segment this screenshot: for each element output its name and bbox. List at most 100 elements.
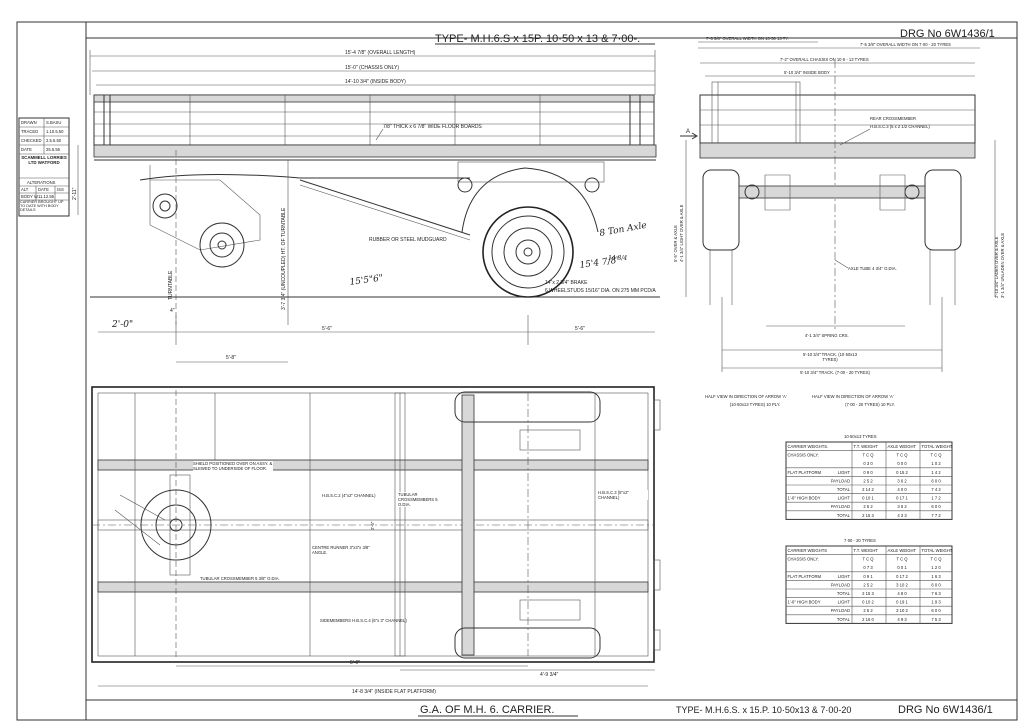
title-drawn-value: S.BASU — [46, 120, 61, 125]
weight-table-cell: 4 9 3 — [897, 617, 907, 622]
weight-table-row-sublabel: LIGHT — [838, 496, 851, 501]
end-track-7: 5'-10 3/4" TRACK. (7·00 - 20 TYRES) — [800, 370, 870, 375]
plan-sidemembers: SIDEMEMBERS H.B.S.C.4 (6"x 3" CHANNEL) — [320, 618, 407, 623]
title-block: DRAWN S.BASU TRACED 1.10.5.50 CHECKED 2.… — [18, 117, 70, 217]
weight-table-cell: 6 0 0 — [931, 582, 941, 587]
end-left-vert-1: 5'-5" OVER & AXLE — [673, 225, 678, 262]
label-floor-boards: 7/8" THICK x 6 7/8" WIDE FLOOR BOARDS — [383, 124, 482, 130]
title-checked-value: 2.5.5.50 — [46, 138, 62, 143]
weight-table-row-sublabel: PAYLOAD — [831, 504, 850, 509]
label-mudguard: RUBBER OR STEEL MUDGUARD — [369, 237, 447, 243]
plan-tubular-crossmember-2: TUBULAR CROSSMEMBER 5 3/8" O.DIA. — [200, 576, 280, 581]
label-brake: 14"x 2 3/4" BRAKE — [545, 280, 588, 286]
end-rear-crossmember: REAR CROSSMEMBER — [870, 116, 916, 121]
weight-table-row-label: FLAT PLATFORM — [788, 574, 822, 579]
weight-table-cell: 4 0 0 — [897, 487, 907, 492]
label-uncoupled-height: 3'-7 3/4" (UNCOUPLED) HT. OF TURNTABLE — [281, 207, 287, 310]
title-date-value: 25.5.55 — [46, 147, 61, 152]
plan-centre-runner-box: CENTRE RUNNER 3"x3"x 3/8" ANGLE. — [312, 545, 382, 555]
hand-note-axle: 8 Ton Axle — [599, 221, 648, 239]
weight-table-cell: 0 19 1 — [896, 600, 908, 605]
weight-table-cell: 0 9 1 — [863, 574, 873, 579]
plan-hbsc3-box: H.B.S.C.3 (5"x2" CHANNEL) — [598, 490, 648, 500]
weight-table-cell: 2 5 2 — [863, 582, 873, 587]
weight-table-cell: 1 9 3 — [931, 600, 941, 605]
weight-table-row-sublabel: TOTAL — [837, 487, 851, 492]
dim-5-6-left: 5'-6" — [322, 326, 332, 332]
dim-2-0: 2'-0" — [111, 320, 133, 330]
end-track-10-box: 5'-10 3/4" TRACK. (10·50x13 TYRES) — [803, 352, 857, 362]
weight-table-cell: 3 6 2 — [897, 504, 907, 509]
weight-table-cell: 7 4 2 — [931, 487, 941, 492]
weight-table-row-label: 1'-6" HIGH BODY — [788, 600, 821, 605]
weight-table-row-sublabel: LIGHT — [838, 470, 851, 475]
plan-dim-2-6: 2'-6" — [370, 521, 375, 530]
weight-table-cell: 6 0 0 — [931, 504, 941, 509]
weight-table-cell: T C Q — [896, 557, 908, 562]
weight-table-cell: T C Q — [862, 557, 874, 562]
dim-inside-body: 14'-10 3/4" (INSIDE BODY) — [345, 79, 406, 85]
weight-table-cell: 2 5 2 — [863, 504, 873, 509]
weight-table-cell: 2 15 3 — [862, 591, 874, 596]
dim-5-8: 5'-8" — [226, 355, 236, 361]
weight-table-cell: 4 3 3 — [897, 513, 907, 518]
dim-5-6-right: 5'-6" — [575, 326, 585, 332]
side-view: 15'-4 7/8" (OVERALL LENGTH) 15'-0" (CHAS… — [72, 50, 660, 363]
half-view-right-sub: (7·00 - 20 TYRES) 10 PLY. — [845, 402, 895, 407]
weight-table-row-sublabel: LIGHT — [838, 600, 851, 605]
weight-table-frame — [785, 441, 953, 520]
weight-table-header: TOTAL WEIGHT — [922, 548, 953, 553]
weight-table-row-sublabel: PAYLOAD — [831, 582, 850, 587]
alt-row-code: BODY W — [21, 194, 38, 199]
weight-table-title: 7·00 - 20 TYRES — [844, 538, 876, 543]
weight-table-cell: 2 16 0 — [862, 617, 874, 622]
weight-table-cell: 6 0 0 — [931, 478, 941, 483]
weight-table-cell: 1 0 2 — [931, 461, 941, 466]
weight-table-cell: 2 15 3 — [862, 513, 874, 518]
weight-table-cell: 0 17 1 — [896, 496, 908, 501]
end-right-vert-1: 2'-10 3/4" LADEN OVER & AXLE — [994, 236, 999, 298]
plan-channel-4x2: H.B.S.C.2 (4"x2" CHANNEL) — [322, 493, 376, 498]
alt-header-date: DATE — [38, 187, 49, 192]
label-wheelstuds: 6 WHEELSTUDS 15/16" DIA. ON 275 MM PCD/A — [545, 288, 656, 294]
label-turntable: TURNTABLE — [168, 270, 174, 300]
dim-chassis-only: 15'-0" (CHASSIS ONLY) — [345, 65, 399, 71]
weight-table-cell: 0 17 2 — [896, 574, 908, 579]
weight-table-row-sublabel: PAYLOAD — [831, 608, 850, 613]
half-view-left-title: HALF VIEW IN DIRECTION OF ARROW 'A' — [705, 394, 787, 399]
weight-table-row-label: CHASSIS ONLY. — [788, 453, 819, 458]
weight-table-cell: 3 10 2 — [896, 582, 908, 587]
weight-table-cell: 2 5 2 — [863, 478, 873, 483]
dim-height-left: 2'-11" — [72, 187, 78, 200]
weight-table-cell: T C Q — [930, 453, 942, 458]
weight-table-cell: 2 5 2 — [863, 608, 873, 613]
company-name-box: SCAMMELL LORRIES LTD WATFORD — [21, 155, 67, 165]
end-overall-width-7: 7'-5 3/8" OVERALL WIDTH ON 7·00 - 20 TYR… — [860, 42, 951, 47]
plan-hbsc3: H.B.S.C.3 (5"x2" CHANNEL) — [598, 490, 648, 500]
title-traced-label: TRACED — [21, 129, 38, 134]
end-overall-width-10: 7'-5 5/8" OVERALL WIDTH ON 10·50 13 TY. — [706, 36, 789, 41]
weight-table-cell: 0 10 2 — [862, 600, 874, 605]
plan-inside-platform: 14'-8 3/4" (INSIDE FLAT PLATFORM) — [352, 689, 436, 695]
weight-table-cell: 0 9 0 — [863, 470, 873, 475]
weight-table-cell: 7 5 3 — [931, 617, 941, 622]
title-checked-label: CHECKED — [21, 138, 41, 143]
alt-row-date: 11.12.56 — [38, 194, 55, 199]
plan-view: SHIELD POSITIONED OVER ON ASSY. & SLEWED… — [91, 386, 661, 695]
weight-table-cell: 1 4 2 — [931, 470, 941, 475]
end-rear-channel: H.B.S.C.3 (5 x 2 1/2 CHANNEL) — [870, 124, 930, 129]
weight-table-row-sublabel: LIGHT — [838, 574, 851, 579]
weight-table-cell: 7 7 2 — [931, 513, 941, 518]
weight-table-header: AXLE WEIGHT — [888, 548, 917, 553]
plan-tubular-crossmembers: TUBULAR CROSSMEMBERS 5 O.DIA. — [398, 492, 443, 507]
weight-table-row-sublabel: TOTAL — [837, 513, 851, 518]
alt-header-iss: ISS — [57, 187, 64, 192]
title-drawn-label: DRAWN — [21, 120, 37, 125]
plan-dim-5-0: 5'-0" — [350, 660, 360, 666]
weight-table-cell: 0 0 0 — [897, 461, 907, 466]
hand-note-14-3-4: 14 3/4 — [608, 255, 627, 262]
half-view-left-sub: (10·50x13 TYRES) 10 PLY. — [729, 402, 781, 407]
